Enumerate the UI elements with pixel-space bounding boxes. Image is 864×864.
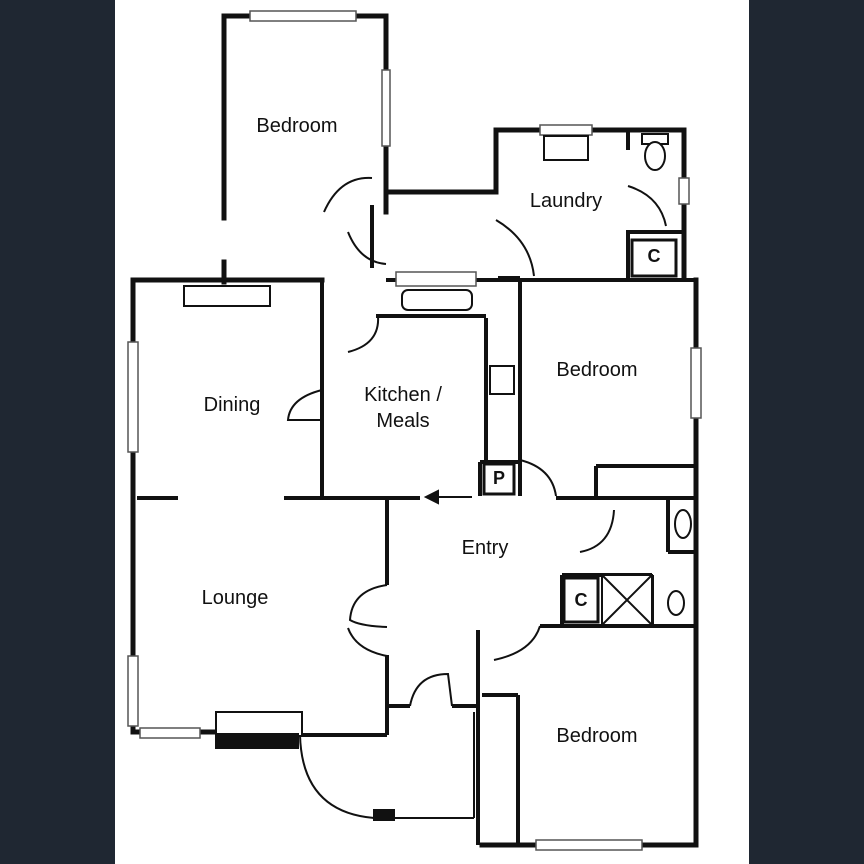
laundry-cupboard-label: C xyxy=(647,246,661,266)
room-label-bedroom-bottom: Bedroom xyxy=(556,725,638,747)
room-label-bedroom-top: Bedroom xyxy=(256,115,338,137)
room-label-dining: Dining xyxy=(203,394,261,416)
room-label-lounge: Lounge xyxy=(201,587,269,609)
pantry-label: P xyxy=(492,468,505,488)
entry-arrow xyxy=(423,489,472,505)
door-swings xyxy=(286,176,667,819)
fixture-boxes xyxy=(482,238,678,624)
windows xyxy=(127,10,702,851)
room-label-bedroom-right: Bedroom xyxy=(556,359,638,381)
room-label-kitchen-line2: Meals xyxy=(376,410,430,432)
hall-cupboard-label: C xyxy=(574,590,588,610)
fixtures xyxy=(183,133,692,821)
room-label-kitchen-line1: Kitchen / xyxy=(364,384,442,406)
room-label-entry: Entry xyxy=(461,537,509,559)
room-label-laundry: Laundry xyxy=(529,190,603,212)
